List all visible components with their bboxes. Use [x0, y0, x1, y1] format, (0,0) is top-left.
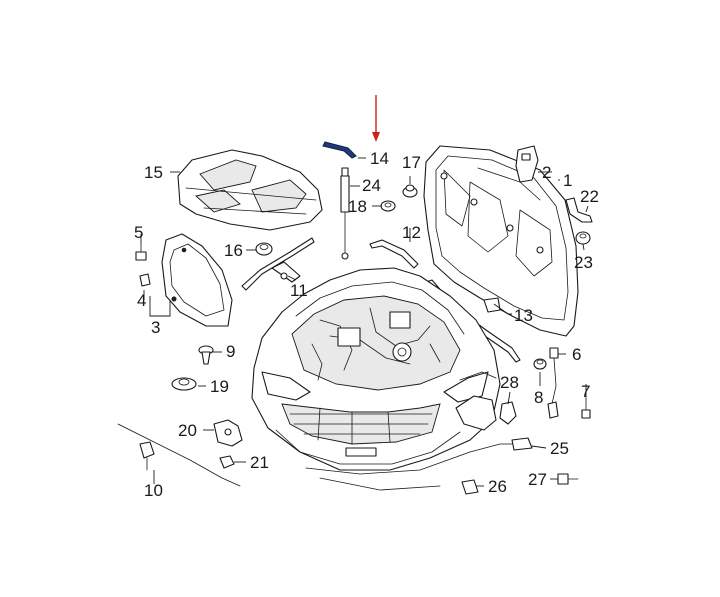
part-9-stud: [198, 345, 214, 365]
part-12-weatherstrip: [369, 239, 419, 269]
callout-labels: 1 2 3 4 5 6 7 8 9 10 11 12 13 14 15 16 1…: [134, 149, 599, 500]
callout-4: 4: [137, 291, 146, 310]
callout-10: 10: [144, 481, 163, 500]
callout-12: 12: [402, 223, 421, 242]
callout-24: 24: [362, 176, 381, 195]
callout-18: 18: [348, 197, 367, 216]
part-25-release-cable: [305, 437, 533, 491]
part-20-hood-latch: [213, 419, 243, 447]
leader-lines: [140, 157, 589, 487]
part-15-insulator: [177, 149, 323, 231]
callout-14: 14: [370, 149, 389, 168]
callout-20: 20: [178, 421, 197, 440]
part-23-bumper: [575, 231, 591, 245]
part-27-bolt: [557, 473, 579, 485]
callout-17: 17: [402, 153, 421, 172]
part-11-weatherstrip: [241, 237, 315, 291]
callout-26: 26: [488, 477, 507, 496]
vehicle-front-body: [251, 267, 501, 471]
callout-2: 2: [542, 163, 551, 182]
part-19-bumper: [171, 377, 197, 391]
part-2-hinge: [515, 145, 539, 183]
callout-3: 3: [151, 318, 160, 337]
callout-15: 15: [144, 163, 163, 182]
callout-16: 16: [224, 241, 243, 260]
part-17-bumper: [402, 184, 418, 198]
callout-9: 9: [226, 342, 235, 361]
part-14-highlight: [322, 141, 357, 159]
part-10-release-cable: [117, 423, 241, 487]
highlight-arrow: [372, 95, 380, 142]
part-24-lift-strut: [340, 167, 350, 260]
callout-13: 13: [514, 306, 533, 325]
callout-23: 23: [574, 253, 593, 272]
part-8-grommet: [533, 358, 547, 370]
part-26-clip: [461, 479, 479, 495]
part-14-seal-strip: [322, 141, 357, 159]
callout-27: 27: [528, 470, 547, 489]
part-5-bolt: [135, 243, 147, 261]
part-18-bumper: [380, 200, 396, 212]
callout-8: 8: [534, 388, 543, 407]
part-22-cable-end: [565, 197, 593, 223]
part-6-latch-rod: [547, 347, 559, 419]
callout-11: 11: [290, 281, 308, 300]
part-4-clip: [139, 273, 151, 287]
callout-5: 5: [134, 223, 143, 242]
part-3-seal-frame: [161, 233, 233, 327]
callout-7: 7: [581, 382, 590, 401]
part-16-plug: [255, 242, 273, 256]
callout-25: 25: [550, 439, 569, 458]
callout-6: 6: [572, 345, 581, 364]
callout-19: 19: [210, 377, 229, 396]
part-21-clip: [219, 455, 235, 469]
callout-28: 28: [500, 373, 519, 392]
callout-22: 22: [580, 187, 599, 206]
callout-1: 1: [563, 171, 572, 190]
part-7-pin: [581, 395, 591, 419]
part-28-latch: [499, 401, 517, 425]
callout-21: 21: [250, 453, 269, 472]
